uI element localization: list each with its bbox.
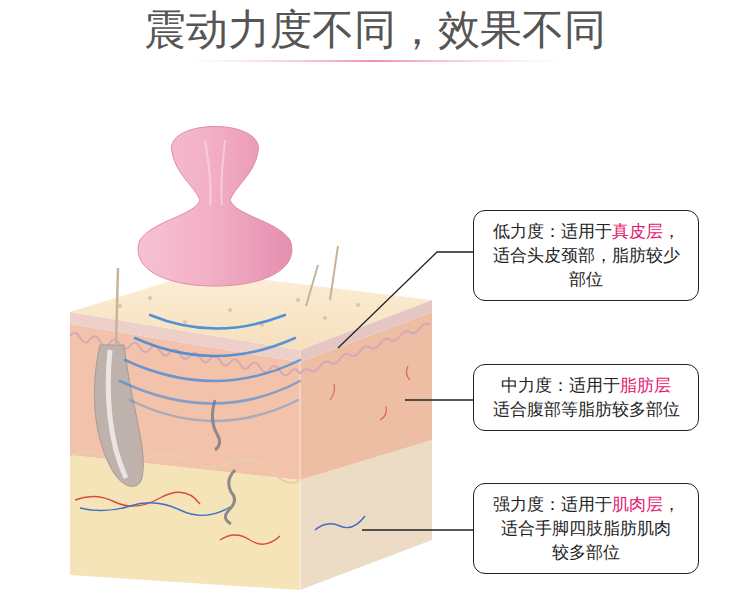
vibration-waves: [120, 315, 300, 421]
hair-root: [108, 350, 126, 478]
highlight-text: 肌肉层: [612, 494, 663, 514]
callout-box: 中力度：适用于脂肪层 适合腹部等脂肪较多部位: [473, 364, 699, 431]
text-part: 低力度：适用于: [493, 221, 612, 241]
callout-text: 低力度：适用于真皮层， 适合头皮颈部，脂肪较少 部位: [483, 219, 689, 291]
diagram-title: 震动力度不同，效果不同: [0, 2, 750, 58]
callout-text: 强力度：适用于肌肉层， 适合手脚四肢脂肪肌肉 较多部位: [483, 492, 689, 564]
hair: [116, 268, 118, 345]
callout-text: 中力度：适用于脂肪层 适合腹部等脂肪较多部位: [483, 373, 689, 421]
skin-surface: [70, 272, 432, 350]
title-underline: [185, 60, 565, 62]
text-part: 中力度：适用于: [501, 375, 620, 395]
blood-vessel: [315, 516, 365, 530]
text-part: 强力度：适用于: [493, 494, 612, 514]
cube-edge: [300, 350, 301, 590]
hair-follicle: [94, 345, 143, 486]
papillae-line: [300, 324, 430, 374]
text-part: 适合腹部等脂肪较多部位: [493, 399, 680, 419]
leader-lines: [338, 252, 473, 530]
massager-device: [138, 127, 292, 287]
capillary: [330, 366, 410, 420]
sweat-gland: [212, 400, 219, 450]
hair: [306, 265, 318, 306]
highlight-text: 脂肪层: [620, 375, 671, 395]
pores: [118, 296, 360, 327]
layer-boundary: [70, 452, 300, 483]
blood-vessel: [80, 503, 230, 516]
callout-box: 低力度：适用于真皮层， 适合头皮颈部，脂肪较少 部位: [473, 210, 699, 301]
blood-vessel: [220, 535, 280, 544]
hair: [330, 246, 338, 300]
device-shading: [205, 140, 225, 205]
callout-box: 强力度：适用于肌肉层， 适合手脚四肢脂肪肌肉 较多部位: [473, 483, 699, 574]
highlight-text: 真皮层: [612, 221, 663, 241]
sweat-gland: [225, 470, 235, 524]
